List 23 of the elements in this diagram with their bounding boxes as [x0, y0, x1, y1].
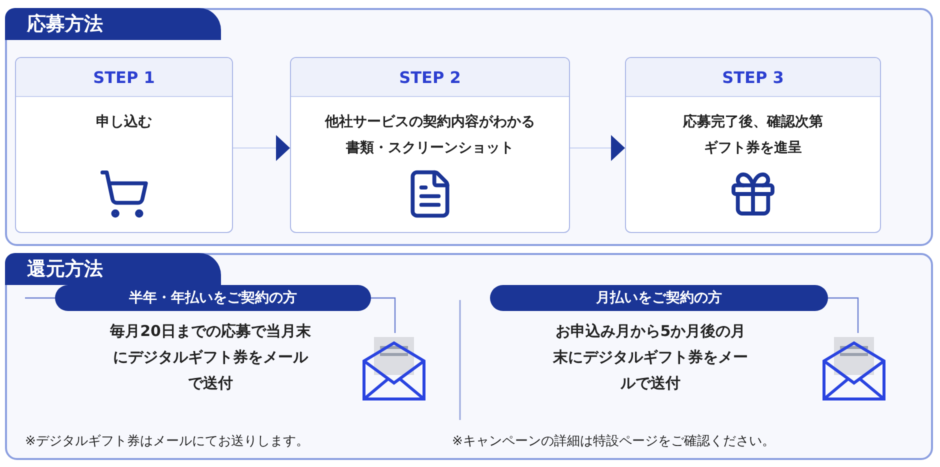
section-panel — [5, 253, 933, 460]
connector-line — [828, 297, 859, 333]
step-title: STEP 3 — [626, 58, 880, 97]
section-panel — [5, 8, 933, 246]
chevron-arrow — [570, 135, 626, 161]
plan-pill: 半年・年払いをご契約の方 — [55, 285, 371, 311]
section-heading: 応募方法 — [5, 8, 221, 40]
section-heading: 還元方法 — [5, 253, 221, 285]
step-card — [625, 57, 881, 233]
plan-pill: 月払いをご契約の方 — [490, 285, 828, 311]
note-text: ※デジタルギフト券はメールにてお送りします。 — [25, 433, 309, 450]
step-title: STEP 2 — [291, 58, 569, 97]
step-text: 申し込む — [95, 113, 153, 132]
note-text: ※キャンペーンの詳細は特設ページをご確認ください。 — [452, 433, 775, 450]
chevron-arrow — [232, 135, 290, 161]
step-text: 応募完了後、確認次第ギフト券を進呈 — [682, 112, 824, 158]
body-text: お申込み月から5か月後の月末にデジタルギフト券をメールで送付 — [552, 321, 749, 394]
step-title: STEP 1 — [16, 58, 232, 97]
step-text: 他社サービスの契約内容がわかる書類・スクリーンショット — [324, 112, 536, 158]
step-card — [15, 57, 233, 233]
body-text: 毎月20日までの応募で当月末にデジタルギフト券をメールで送付 — [109, 321, 312, 394]
connector-line — [371, 297, 396, 333]
step-card — [290, 57, 570, 233]
